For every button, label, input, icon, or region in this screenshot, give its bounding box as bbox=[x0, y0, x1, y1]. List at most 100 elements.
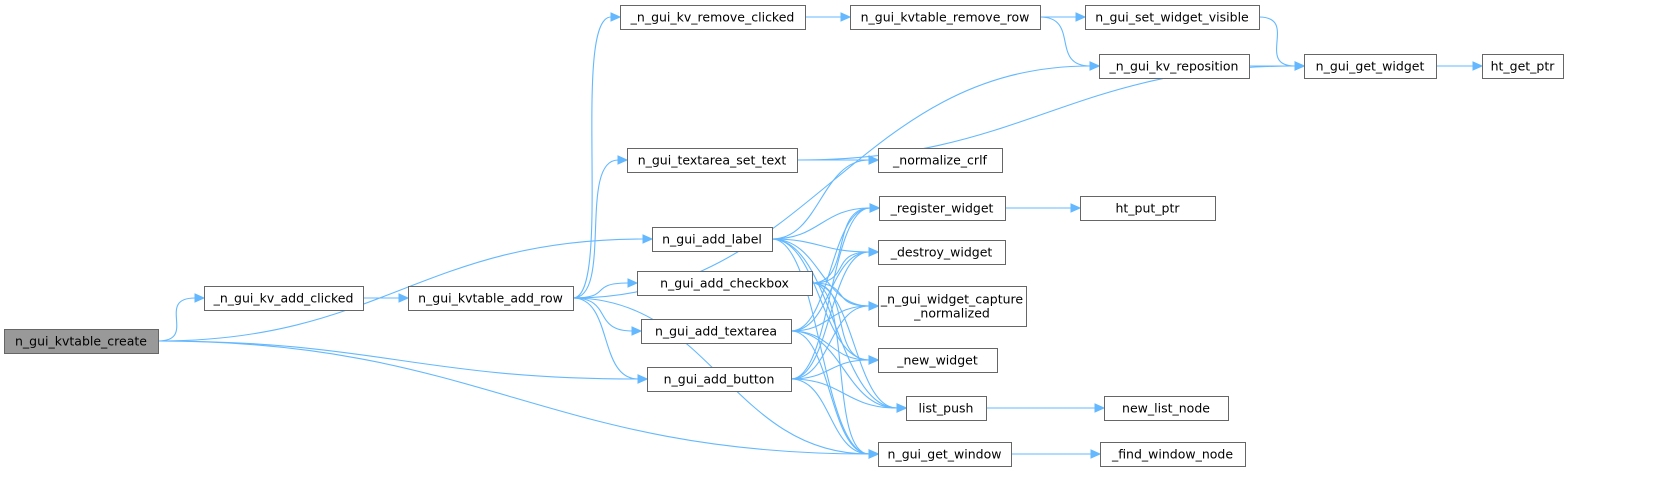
node-label: _n_gui_kv_reposition bbox=[1109, 59, 1239, 74]
node-label: n_gui_kvtable_add_row bbox=[418, 291, 563, 306]
node-box bbox=[878, 286, 1027, 327]
arrowhead bbox=[868, 301, 880, 311]
node-box bbox=[1085, 5, 1260, 30]
edge-list_push-to-new_list_node bbox=[986, 403, 1106, 413]
node-label: _normalized bbox=[913, 306, 990, 321]
node-destroy-widget[interactable]: _destroy_widget bbox=[878, 240, 1006, 265]
node-new-widget[interactable]: _new_widget bbox=[878, 348, 998, 373]
node-box bbox=[204, 286, 364, 311]
edge-get_widget-to-ht_get_ptr bbox=[1436, 61, 1484, 71]
node-box bbox=[1100, 442, 1246, 467]
arrowhead bbox=[868, 449, 880, 459]
node-label: new_list_node bbox=[1122, 401, 1210, 416]
node-box bbox=[408, 286, 574, 311]
node-find-window-node[interactable]: _find_window_node bbox=[1100, 442, 1246, 467]
edge-add_row-to-add_checkbox bbox=[572, 278, 639, 299]
node-box bbox=[1104, 396, 1229, 421]
node-list-push[interactable]: list_push bbox=[906, 396, 987, 421]
node-add-button[interactable]: n_gui_add_button bbox=[647, 367, 792, 392]
edge-register_widget-to-ht_put_ptr bbox=[1004, 203, 1082, 213]
node-box bbox=[850, 5, 1041, 30]
node-box bbox=[641, 319, 792, 344]
arrowhead bbox=[637, 374, 649, 384]
edge-add_button-to-new_widget bbox=[790, 355, 880, 380]
arrowhead bbox=[1094, 403, 1106, 413]
node-label: ht_get_ptr bbox=[1491, 59, 1556, 74]
node-add-checkbox[interactable]: n_gui_add_checkbox bbox=[637, 271, 813, 296]
node-kv-reposition[interactable]: _n_gui_kv_reposition bbox=[1099, 54, 1250, 79]
arrowhead bbox=[1294, 61, 1306, 71]
node-box bbox=[1482, 54, 1564, 79]
node-get-window[interactable]: n_gui_get_window bbox=[878, 442, 1012, 467]
node-label: _find_window_node bbox=[1111, 447, 1233, 462]
edges-layer bbox=[157, 12, 1484, 459]
node-textarea-set-text[interactable]: n_gui_textarea_set_text bbox=[627, 148, 798, 173]
edge-root-to-add_button bbox=[157, 340, 649, 384]
node-ht-get-ptr[interactable]: ht_get_ptr bbox=[1482, 54, 1564, 79]
node-label: n_gui_get_widget bbox=[1316, 59, 1425, 74]
edge-add_row-to-textarea_set_text bbox=[572, 155, 629, 299]
arrowhead bbox=[1075, 12, 1087, 22]
edge-add_row-to-add_textarea bbox=[572, 297, 643, 336]
arrowhead bbox=[1070, 203, 1082, 213]
arrowhead bbox=[1089, 61, 1101, 71]
node-box bbox=[1304, 54, 1437, 79]
node-label: _n_gui_widget_capture bbox=[880, 292, 1024, 307]
node-box bbox=[878, 348, 998, 373]
node-kv-remove-clicked[interactable]: _n_gui_kv_remove_clicked bbox=[620, 5, 806, 30]
node-label: n_gui_textarea_set_text bbox=[638, 153, 787, 168]
edge-set_visible-to-get_widget bbox=[1258, 16, 1306, 71]
node-box bbox=[878, 148, 1003, 173]
arrowhead bbox=[642, 234, 654, 244]
edge-add_button-to-register_widget bbox=[790, 203, 881, 380]
edge-add_row-to-kv_remove_clicked bbox=[572, 12, 622, 299]
node-label: n_gui_kvtable_create bbox=[15, 334, 147, 349]
arrowhead bbox=[896, 403, 908, 413]
node-add-textarea[interactable]: n_gui_add_textarea bbox=[641, 319, 792, 344]
node-set-visible[interactable]: n_gui_set_widget_visible bbox=[1085, 5, 1260, 30]
edge-root-to-get_window bbox=[157, 340, 880, 459]
node-label: _n_gui_kv_remove_clicked bbox=[630, 10, 795, 25]
node-box bbox=[879, 196, 1006, 221]
edge-add_button-to-get_window bbox=[790, 378, 880, 459]
node-box bbox=[627, 148, 798, 173]
arrowhead bbox=[840, 12, 852, 22]
edge-add_button-to-destroy_widget bbox=[790, 247, 880, 380]
node-root[interactable]: n_gui_kvtable_create bbox=[4, 329, 159, 354]
node-box bbox=[620, 5, 806, 30]
arrowhead bbox=[1472, 61, 1484, 71]
node-remove-row[interactable]: n_gui_kvtable_remove_row bbox=[850, 5, 1041, 30]
arrowhead bbox=[617, 155, 629, 165]
node-label: n_gui_add_textarea bbox=[655, 324, 777, 339]
node-new-list-node[interactable]: new_list_node bbox=[1104, 396, 1229, 421]
node-ht-put-ptr[interactable]: ht_put_ptr bbox=[1080, 196, 1216, 221]
node-label: ht_put_ptr bbox=[1115, 201, 1180, 216]
node-kv-add-clicked[interactable]: _n_gui_kv_add_clicked bbox=[204, 286, 364, 311]
edge-add_button-to-capture_normalized bbox=[790, 301, 880, 380]
arrowhead bbox=[868, 355, 880, 365]
arrowhead bbox=[869, 203, 881, 213]
node-get-widget[interactable]: n_gui_get_widget bbox=[1304, 54, 1437, 79]
node-add-label[interactable]: n_gui_add_label bbox=[652, 227, 773, 252]
arrowhead bbox=[610, 12, 622, 22]
edge-root-to-kv_add_clicked bbox=[157, 293, 206, 342]
node-label: n_gui_add_label bbox=[662, 232, 762, 247]
node-normalize-crlf[interactable]: _normalize_crlf bbox=[878, 148, 1003, 173]
node-box bbox=[1099, 54, 1250, 79]
edge-remove_row-to-set_visible bbox=[1040, 12, 1087, 22]
node-label: _register_widget bbox=[890, 201, 994, 216]
node-label: _destroy_widget bbox=[890, 245, 993, 260]
arrowhead bbox=[194, 293, 206, 303]
edge-add_label-to-normalize_crlf bbox=[771, 155, 880, 240]
edge-root-to-add_label bbox=[157, 234, 654, 342]
arrowhead bbox=[627, 278, 639, 288]
edge-add_button-to-list_push bbox=[790, 378, 908, 413]
node-label: n_gui_set_widget_visible bbox=[1095, 10, 1249, 25]
node-label: n_gui_add_button bbox=[664, 372, 775, 387]
node-add-row[interactable]: n_gui_kvtable_add_row bbox=[408, 286, 574, 311]
node-register-widget[interactable]: _register_widget bbox=[879, 196, 1006, 221]
node-capture-normalized[interactable]: _n_gui_widget_capture_normalized bbox=[878, 286, 1027, 327]
node-label: n_gui_add_checkbox bbox=[660, 276, 789, 291]
arrowhead bbox=[868, 247, 880, 257]
